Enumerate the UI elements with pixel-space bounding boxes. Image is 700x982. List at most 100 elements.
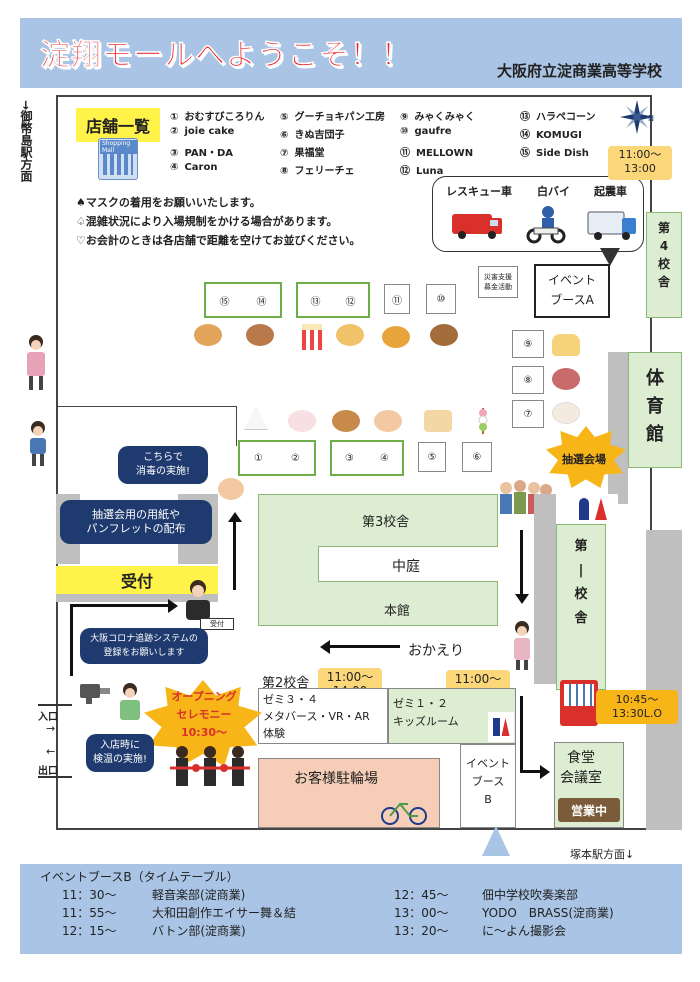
cookie-icon xyxy=(246,324,274,346)
bicycle-icon xyxy=(380,798,428,826)
timetable-panel xyxy=(20,864,682,954)
earthquake-truck-icon xyxy=(586,206,638,242)
school-name: 大阪府立淀商業高等学校 xyxy=(496,62,662,80)
stall-6: ⑥ xyxy=(462,442,492,472)
header-banner xyxy=(20,18,682,88)
school-building-2: 第2校舎 xyxy=(262,676,310,691)
timetable-event: 佃中学校吹奏楽部 xyxy=(482,888,579,902)
notice-distance: ♡お会計のときは各店舗で距離を空けてお並びください。 xyxy=(76,234,361,247)
stall-1-2: ① ② xyxy=(238,440,316,476)
svg-text:N: N xyxy=(648,114,654,123)
direction-mitejima: →御幣島駅方面 xyxy=(19,100,33,183)
pudding-icon xyxy=(552,334,580,356)
entrance-arrow: → xyxy=(46,722,56,735)
melonpan-icon xyxy=(382,326,410,348)
cookie-icon xyxy=(430,324,458,346)
disaster-donation: 災害支援 募金活動 xyxy=(478,266,518,298)
stall-8: ⑧ xyxy=(512,366,544,394)
exit-label[interactable]: 出口 xyxy=(38,766,58,777)
wall-bar xyxy=(608,352,628,504)
vending-machine-icon xyxy=(560,680,598,726)
macaron-icon xyxy=(374,410,402,432)
stall-7: ⑦ xyxy=(512,400,544,428)
entrance-label[interactable]: 入口 xyxy=(38,712,58,723)
staff-temperature-icon xyxy=(116,682,144,722)
reception: 受付 xyxy=(56,566,218,594)
note-disinfect: こちらで 消毒の実施! xyxy=(118,446,208,484)
restroom-icon xyxy=(488,712,514,742)
croissant-icon xyxy=(332,410,360,432)
vehicle-time: 11:00〜 13:00 xyxy=(608,146,672,180)
return-label: おかえり xyxy=(408,643,464,659)
timetable-time: 11：55〜 xyxy=(62,906,117,920)
open-sign: 営業中 xyxy=(558,798,620,822)
shop-list-title: 店舗一覧 xyxy=(76,108,160,142)
tart-icon xyxy=(336,324,364,346)
reception-staff-icon xyxy=(178,578,218,622)
notice-mask: ♠マスクの着用をお願いいたします。 xyxy=(76,196,261,209)
event-booth-a: イベント ブースA xyxy=(534,264,610,318)
note-temperature: 入店時に 検温の実施! xyxy=(86,734,154,772)
reception-sign: 受付 xyxy=(200,618,234,630)
stall-3-4: ③ ④ xyxy=(330,440,404,476)
timetable-event: に〜よん撮影会 xyxy=(482,924,567,938)
stall-13-12: ⑬ ⑫ xyxy=(296,282,370,318)
timetable-time: 12：15〜 xyxy=(62,924,117,938)
shokupan-icon xyxy=(424,410,452,432)
timetable-time: 13：00〜 xyxy=(394,906,449,920)
police-bike-icon xyxy=(526,204,566,244)
timetable-event: バトン部(淀商業) xyxy=(152,924,246,938)
visitor-woman-icon xyxy=(510,620,534,670)
timetable-event: 軽音楽部(淀商業) xyxy=(152,888,246,902)
page-title: 淀翔モールへようこそ！！ xyxy=(40,38,412,74)
note-covid-registration: 大阪コロナ追跡システムの 登録をお願いします xyxy=(80,628,208,664)
bicycle-parking-label: お客様駐輪場 xyxy=(294,771,378,787)
opening-ceremony-label: オープニング セレモニー 10:30〜 xyxy=(171,690,237,739)
stall-10: ⑩ xyxy=(426,284,456,314)
main-building: 本館 xyxy=(384,604,411,619)
timetable-time: 12：45〜 xyxy=(394,888,449,902)
cafeteria-time: 10:45〜 13:30L.O xyxy=(596,690,678,724)
stall-15-14: ⑮ ⑭ xyxy=(204,282,282,318)
popcorn-icon xyxy=(302,324,322,350)
cake-icon xyxy=(288,410,316,432)
label-rescue: レスキュー車 xyxy=(446,185,512,198)
visitor-child-icon xyxy=(26,420,50,466)
event-booth-b: イベント ブース B xyxy=(460,744,516,828)
thermometer-icon xyxy=(80,680,114,704)
compass-icon: N xyxy=(618,98,656,136)
wall-bar xyxy=(646,530,682,830)
seminar-3-4-room: ゼミ３・４ メタバース・VR・AR 体験 xyxy=(258,688,388,744)
timetable-event: 大和田創作エイサー舞＆結 xyxy=(152,906,297,920)
shopping-mall-icon: Shopping Mall xyxy=(98,138,138,180)
timetable-title: イベントブースB（タイムテーブル） xyxy=(40,870,239,884)
stall-9: ⑨ xyxy=(512,330,544,358)
timetable-event: YODO BRASS(淀商業) xyxy=(482,906,614,920)
gymnasium: 体 育 館 xyxy=(628,352,682,468)
courtyard: 中庭 xyxy=(392,559,420,575)
rescue-truck-icon xyxy=(450,208,504,240)
label-quake-truck: 起震車 xyxy=(594,185,627,198)
notice-list: ♠マスクの着用をお願いいたします。 ♤混雑状況により入場規制をかける場合がありま… xyxy=(76,193,361,250)
stall-5: ⑤ xyxy=(418,442,446,472)
school-building-3: 第3校舎 xyxy=(362,515,410,530)
stall-11: ⑪ xyxy=(384,284,410,314)
bread-icon xyxy=(194,324,222,346)
school-building-4: 第 4 校 舎 xyxy=(646,212,682,318)
direction-tsukamoto: 塚本駅方面↓ xyxy=(570,848,635,861)
visitor-woman-icon xyxy=(24,334,48,392)
cupcake-icon xyxy=(552,368,580,390)
